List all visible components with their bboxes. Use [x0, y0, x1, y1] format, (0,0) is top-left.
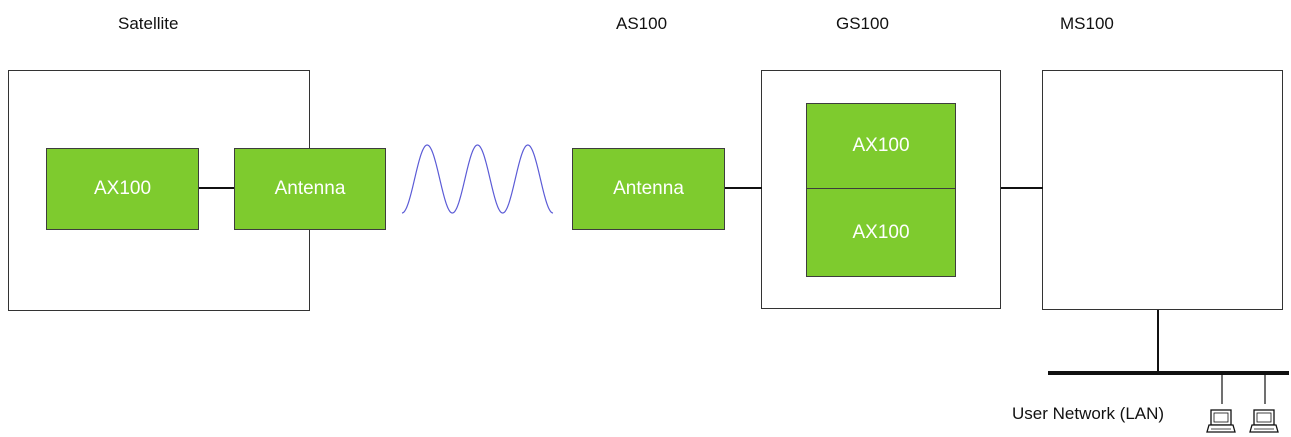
gs100-ax100-bottom-box: AX100 — [806, 188, 956, 277]
as100-gs100-link — [724, 187, 762, 189]
laptop-icon — [1206, 374, 1236, 433]
satellite-title: Satellite — [118, 14, 179, 33]
gs100-ms100-link — [1001, 187, 1043, 189]
radio-wave — [401, 144, 554, 214]
satellite-antenna-box: Antenna — [234, 148, 386, 230]
ms100-title: MS100 — [1060, 14, 1114, 33]
gs100-ax100-top-box: AX100 — [806, 103, 956, 189]
satellite-ax100-antenna-link — [198, 187, 235, 189]
satellite-ax100-label: AX100 — [93, 178, 152, 199]
ms100-frame — [1042, 70, 1283, 310]
as100-antenna-box: Antenna — [572, 148, 725, 230]
gs100-ax100-bottom-label: AX100 — [852, 221, 910, 243]
gs100-ax100-top-label: AX100 — [852, 135, 910, 156]
satellite-antenna-label: Antenna — [274, 178, 346, 199]
as100-title: AS100 — [616, 14, 668, 33]
gs100-title: GS100 — [836, 14, 889, 33]
laptop-icon — [1249, 374, 1279, 433]
ms100-lan-drop — [1157, 310, 1159, 373]
satellite-ax100-box: AX100 — [46, 148, 199, 230]
lan-label: User Network (LAN) — [1012, 404, 1165, 423]
as100-antenna-label: Antenna — [613, 178, 684, 199]
